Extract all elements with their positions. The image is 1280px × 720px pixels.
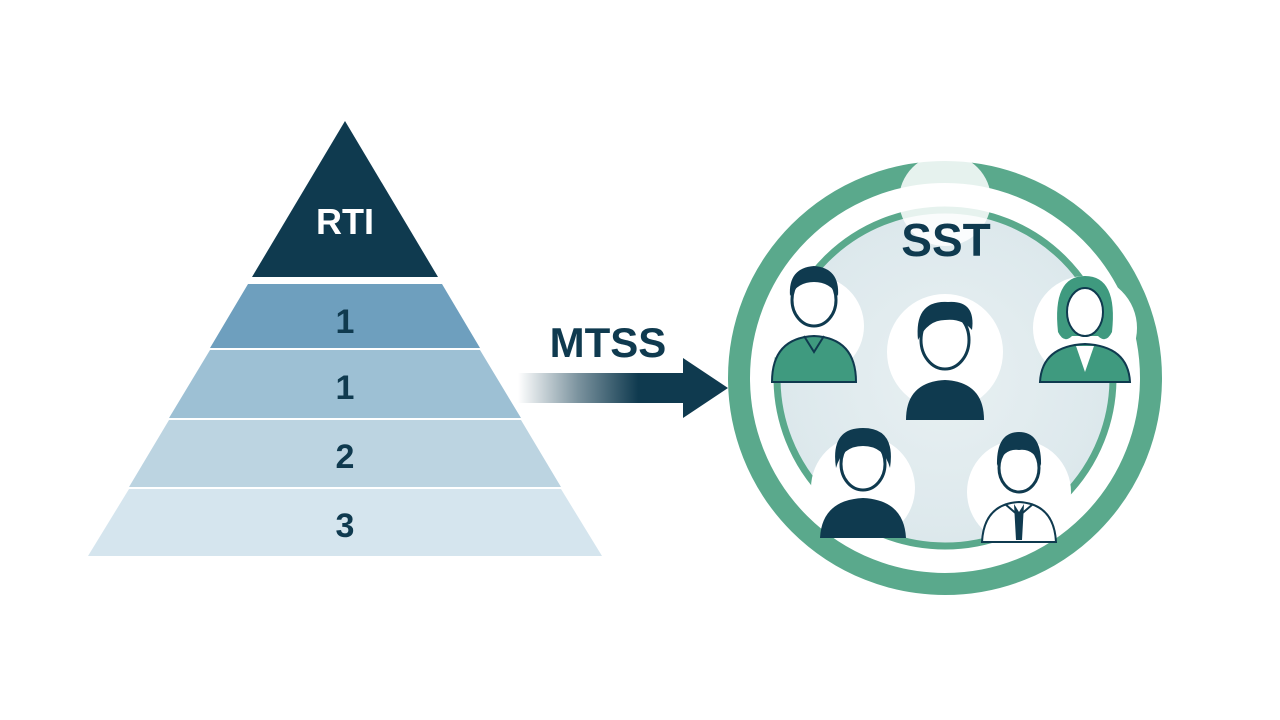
team-label: SST: [901, 214, 990, 266]
person-icon: [811, 428, 915, 540]
mtss-arrow: MTSS: [518, 319, 728, 418]
person-icon: [1033, 276, 1137, 383]
pyramid-tier-1b: [169, 350, 521, 418]
arrow-shaft: [518, 373, 690, 403]
pyramid-tier-3: [88, 489, 602, 556]
pyramid-top-label: RTI: [316, 201, 374, 242]
person-icon: [887, 294, 1003, 420]
arrow-head: [683, 358, 728, 418]
pyramid-tier-2: [129, 420, 561, 487]
sst-team-circle: SST: [728, 154, 1162, 595]
rti-pyramid: RTI 1 1 2 3: [88, 121, 602, 556]
pyramid-tier-3-label: 3: [336, 507, 355, 545]
label-bubble: [899, 154, 991, 246]
person-icon: [764, 266, 864, 383]
pyramid-tier-1a: [210, 284, 480, 348]
pyramid-tier-1b-label: 1: [336, 369, 355, 407]
person-icon: [967, 432, 1071, 544]
pyramid-tier-2-label: 2: [336, 438, 355, 476]
arrow-label: MTSS: [550, 319, 667, 366]
pyramid-top-triangle: [252, 121, 438, 277]
pyramid-tier-1a-label: 1: [336, 303, 355, 341]
